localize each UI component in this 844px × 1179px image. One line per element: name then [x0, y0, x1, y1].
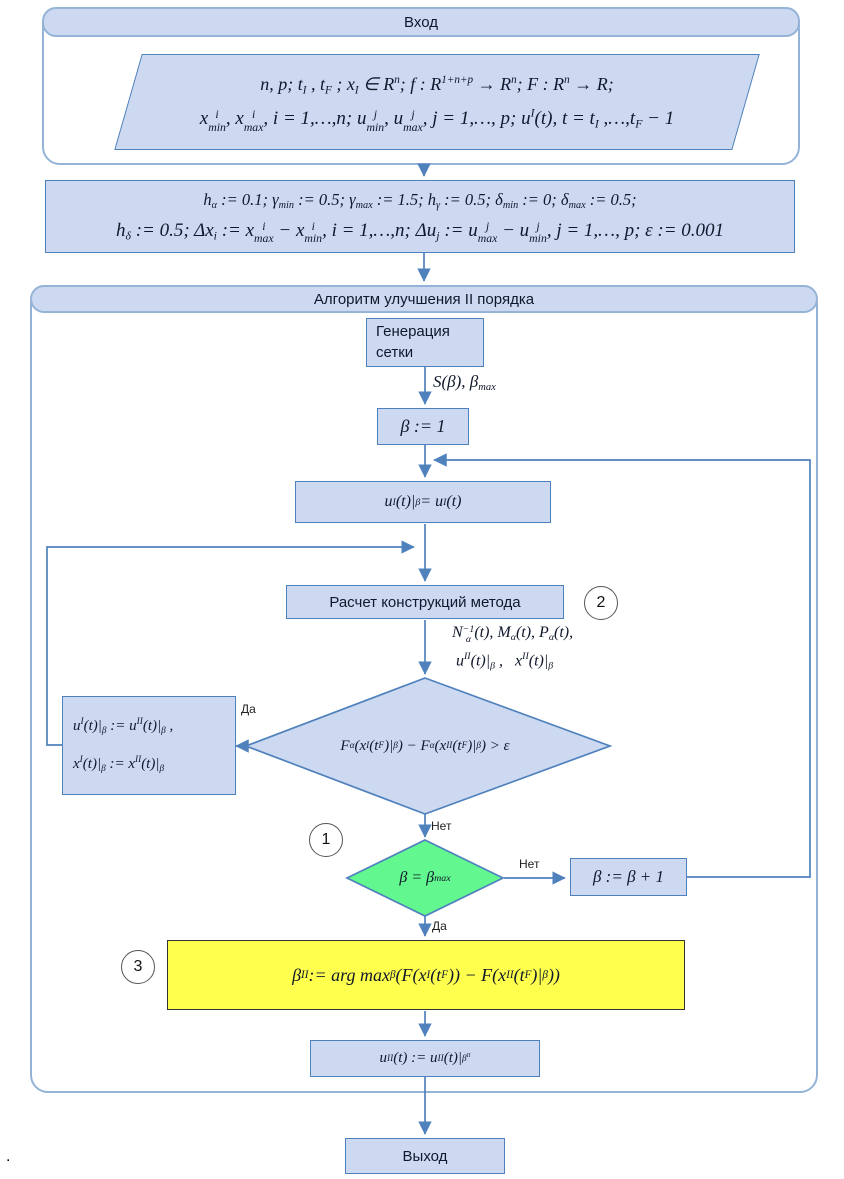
- output-box: Выход: [345, 1138, 505, 1174]
- footnote-period: .: [6, 1148, 11, 1165]
- input-parallelogram: n, p; tI , tF ; xI ∈ Rn; f : R1+n+p → Rn…: [114, 54, 760, 150]
- beta-init-box: β := 1: [377, 408, 469, 445]
- betamax-no-label: Нет: [519, 857, 540, 871]
- decision-improvement-diamond: [243, 677, 613, 815]
- edge-update-loop: [46, 540, 415, 746]
- edge-increment-loop: [433, 453, 811, 878]
- init-parameters-box: hα := 0.1; γmin := 0.5; γmax := 1.5; hγ …: [45, 180, 795, 253]
- grid-output-label: S(β), βmax: [433, 372, 496, 394]
- decision-yes-label: Да: [241, 702, 256, 716]
- decision-betamax-diamond: [345, 839, 505, 917]
- algorithm-title: Алгоритм улучшения II порядка: [30, 285, 818, 313]
- calc-output-line2: uII(t)|β , xII(t)|β: [456, 651, 554, 672]
- badge-2: 2: [584, 586, 618, 620]
- calc-constructions-box: Расчет конструкций метода: [286, 585, 564, 619]
- input-title: Вход: [42, 7, 800, 37]
- init-line1: hα := 0.1; γmin := 0.5; γmax := 1.5; hγ …: [203, 190, 637, 212]
- decision-no-label: Нет: [431, 819, 452, 833]
- input-title-label: Вход: [404, 13, 438, 31]
- update-line1: uI(t)|β := uII(t)|β ,: [73, 716, 174, 736]
- beta-increment-box: β := β + 1: [570, 858, 687, 896]
- update-controls-box: uI(t)|β := uII(t)|β , xI(t)|β := xII(t)|…: [62, 696, 236, 795]
- grid-generation-box: Генерация сетки: [366, 318, 484, 367]
- badge-1: 1: [309, 823, 343, 857]
- betamax-yes-label: Да: [432, 919, 447, 933]
- algorithm-title-label: Алгоритм улучшения II порядка: [313, 290, 535, 308]
- update-line2: xI(t)|β := xII(t)|β: [73, 755, 165, 775]
- badge-3: 3: [121, 950, 155, 984]
- input-math-line1: n, p; tI , tF ; xI ∈ Rn; f : R1+n+p → Rn…: [260, 73, 614, 97]
